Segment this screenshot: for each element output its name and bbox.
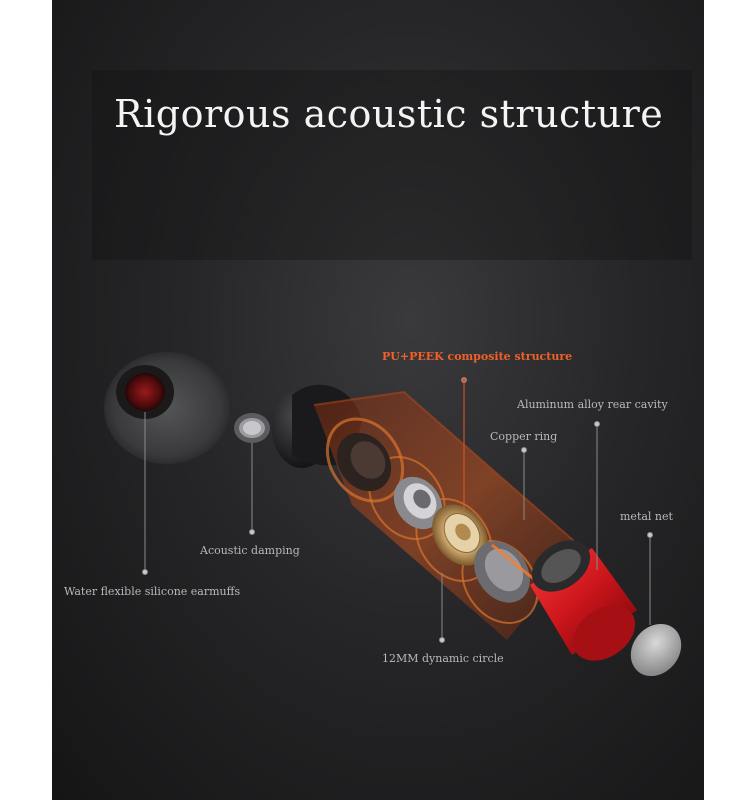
exploded-earphone-illustration <box>92 70 692 677</box>
copper-ring <box>432 504 488 566</box>
leader-lines <box>142 377 653 643</box>
label-pu-peek-composite: PU+PEEK composite structure <box>382 350 573 363</box>
dynamic-driver <box>393 476 443 530</box>
label-metal-net: metal net <box>620 510 673 523</box>
label-aluminum-rear-cavity: Aluminum alloy rear cavity <box>517 398 668 411</box>
silicone-eartip <box>104 352 230 464</box>
metal-net <box>630 623 682 677</box>
page-title: Rigorous acoustic structure <box>114 92 664 136</box>
product-panel: Rigorous acoustic structure PU+PEEK comp… <box>52 0 704 800</box>
grey-disc <box>474 541 530 603</box>
aluminum-rear-cavity <box>530 540 637 661</box>
label-copper-ring: Copper ring <box>490 430 558 443</box>
inner-cap <box>336 432 392 492</box>
label-acoustic-damping: Acoustic damping <box>200 544 300 557</box>
acoustic-damping-disc <box>234 413 270 443</box>
label-silicone-earmuffs: Water flexible silicone earmuffs <box>64 585 241 598</box>
title-backdrop <box>92 70 692 260</box>
label-dynamic-circle: 12MM dynamic circle <box>382 652 504 665</box>
